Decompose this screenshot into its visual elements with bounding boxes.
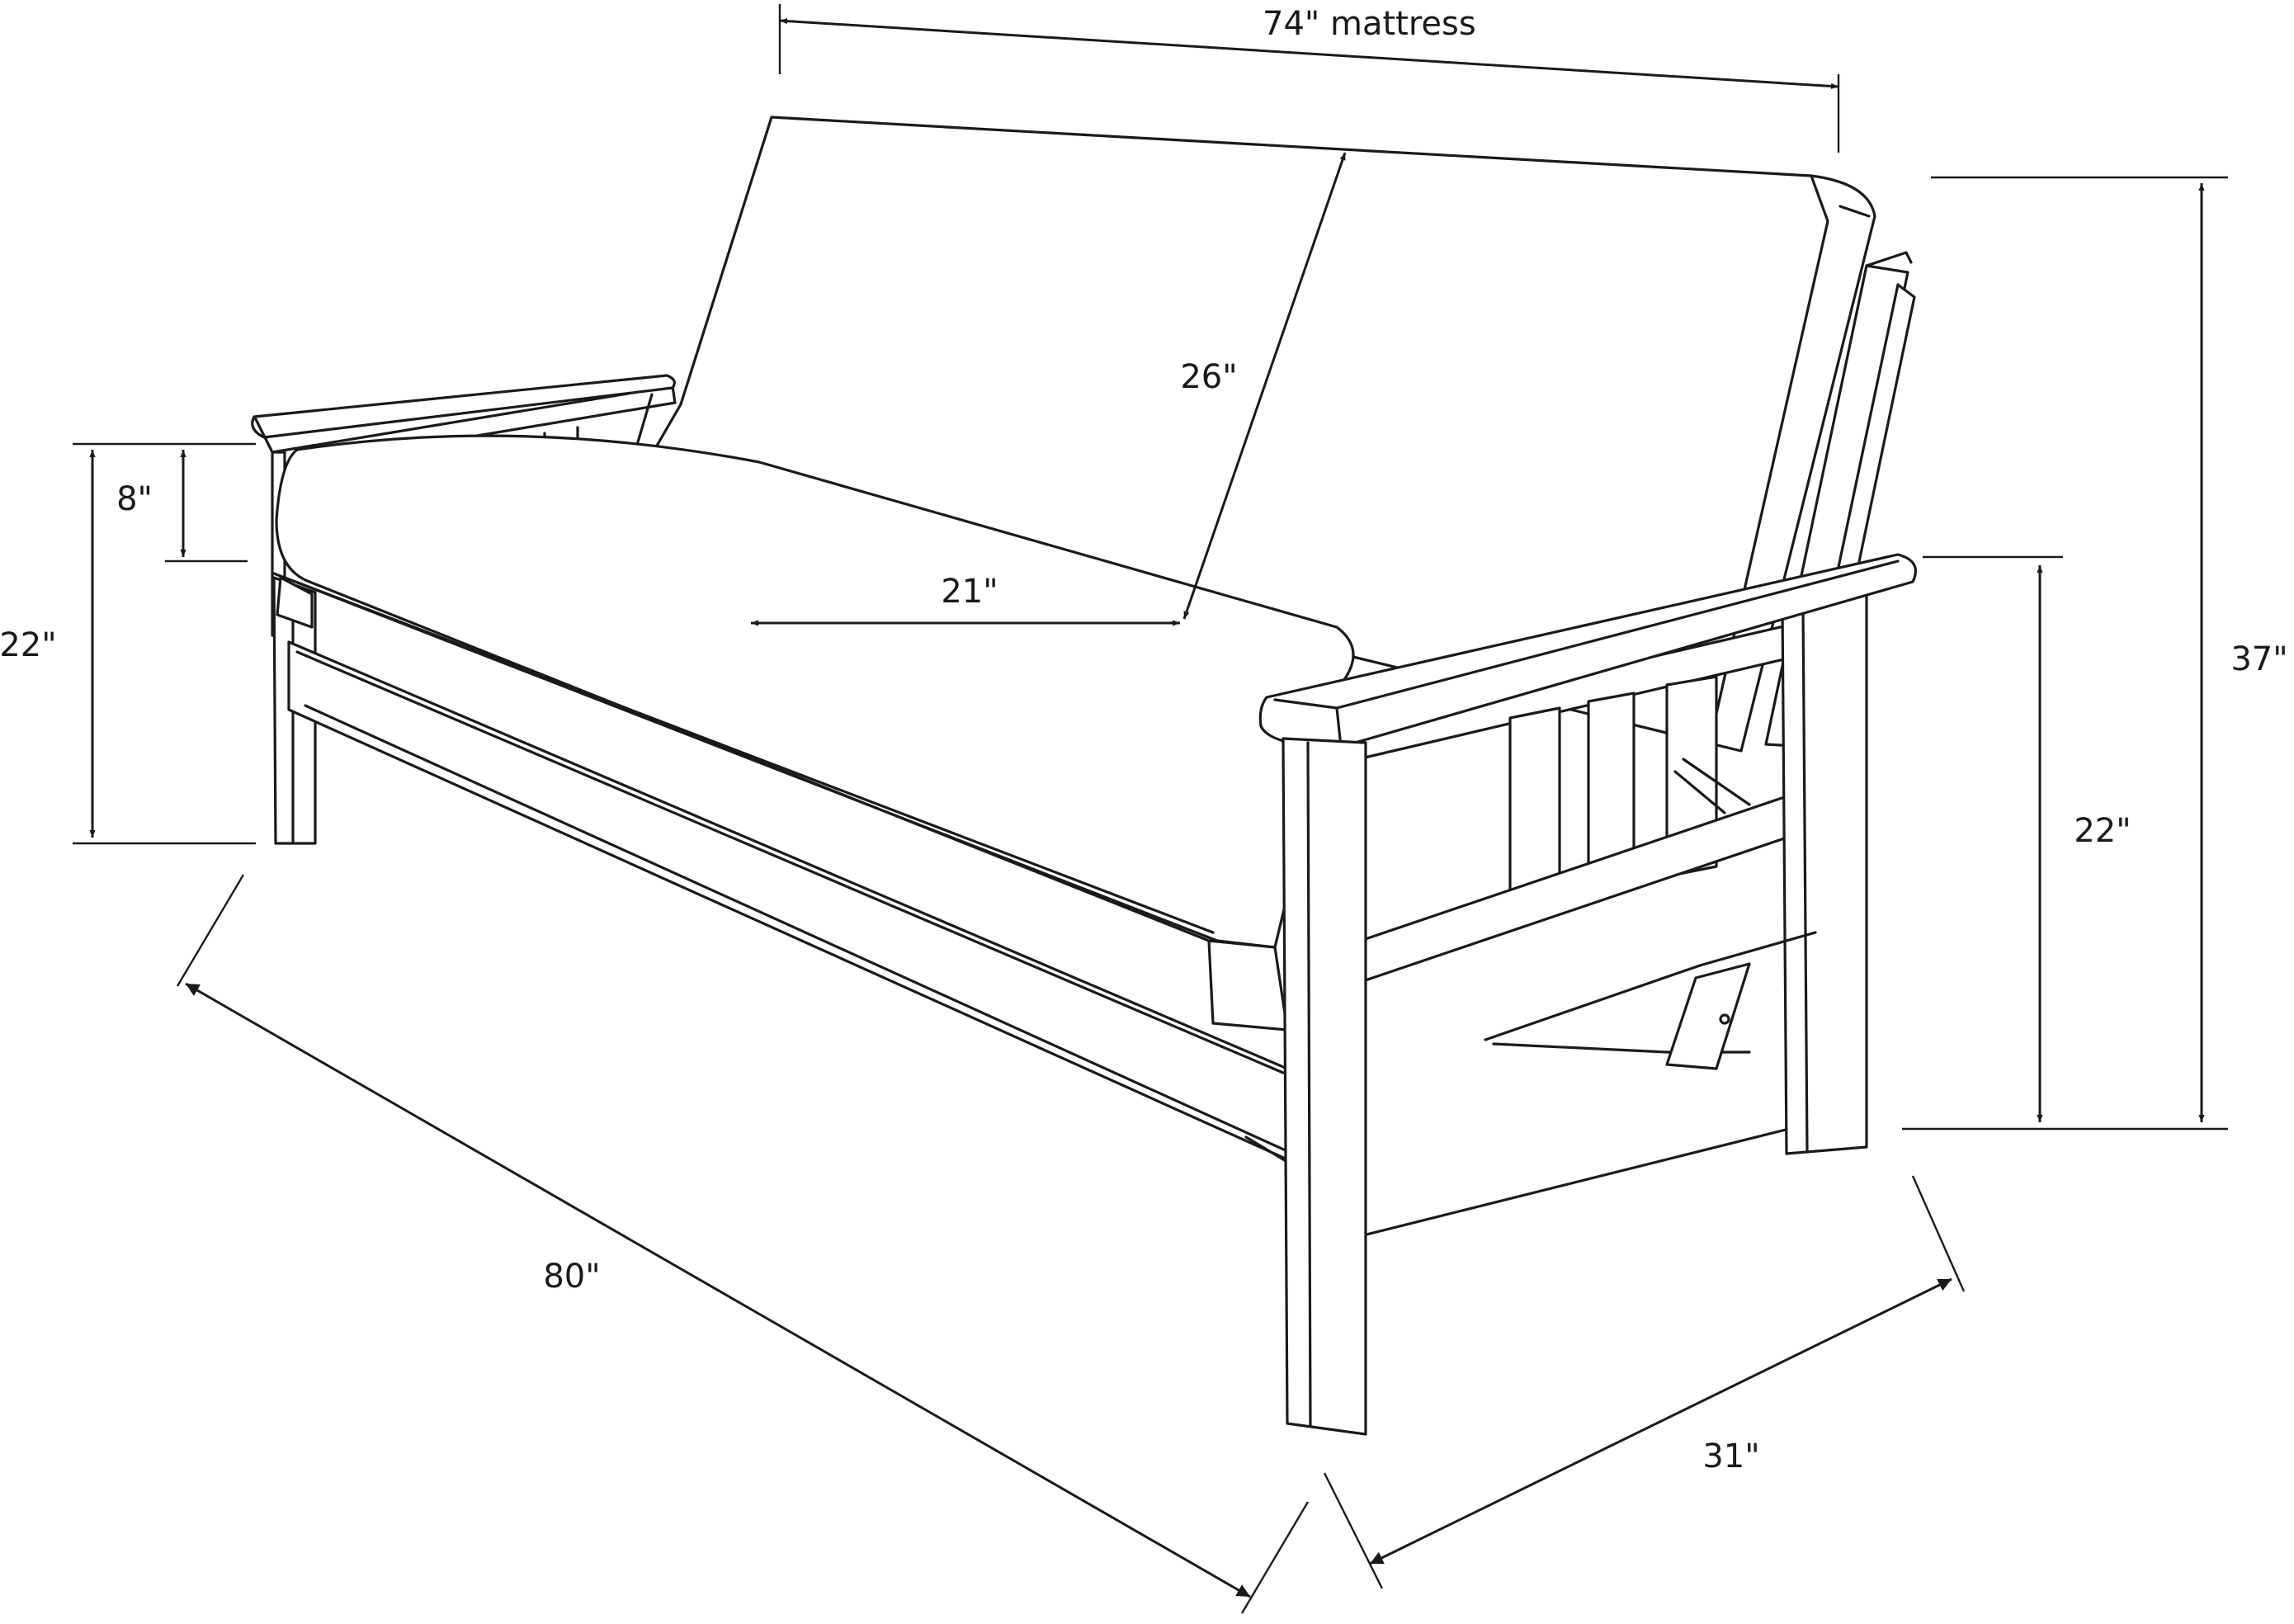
dimension-annotations: 74" mattress 26" 21" 8" 22"	[0, 4, 2288, 1614]
seat-depth-dimension: 21"	[751, 573, 1180, 626]
lower-frame-bracket	[1484, 931, 1817, 1070]
seat-height-left-label: 22"	[0, 626, 57, 664]
overall-depth-dimension: 31"	[1323, 1175, 1966, 1589]
back-height-label: 26"	[1180, 358, 1237, 396]
overall-height-dimension: 37"	[1902, 176, 2288, 1131]
seat-height-left-dimension: 22"	[0, 450, 256, 845]
seat-thickness-label: 8"	[116, 480, 153, 518]
overall-width-label: 80"	[543, 1258, 600, 1296]
right-front-leg	[1282, 737, 1367, 1436]
arm-height-right-label: 22"	[2074, 812, 2131, 850]
seat-depth-label: 21"	[941, 573, 998, 611]
seat-cushion	[272, 434, 1355, 1032]
arm-height-right-dimension: 22"	[1923, 555, 2131, 1122]
seat-thickness-dimension: 8"	[73, 442, 256, 563]
back-height-dimension: 26"	[1180, 152, 1347, 620]
mattress-width-dimension: 74" mattress	[778, 4, 1840, 153]
futon-frame-drawing	[251, 116, 1917, 1436]
overall-height-label: 37"	[2230, 640, 2287, 678]
right-rear-leg	[1781, 591, 1868, 1155]
overall-width-dimension: 80"	[176, 874, 1310, 1614]
mattress-width-label: 74" mattress	[1263, 5, 1476, 43]
overall-depth-label: 31"	[1702, 1438, 1759, 1475]
